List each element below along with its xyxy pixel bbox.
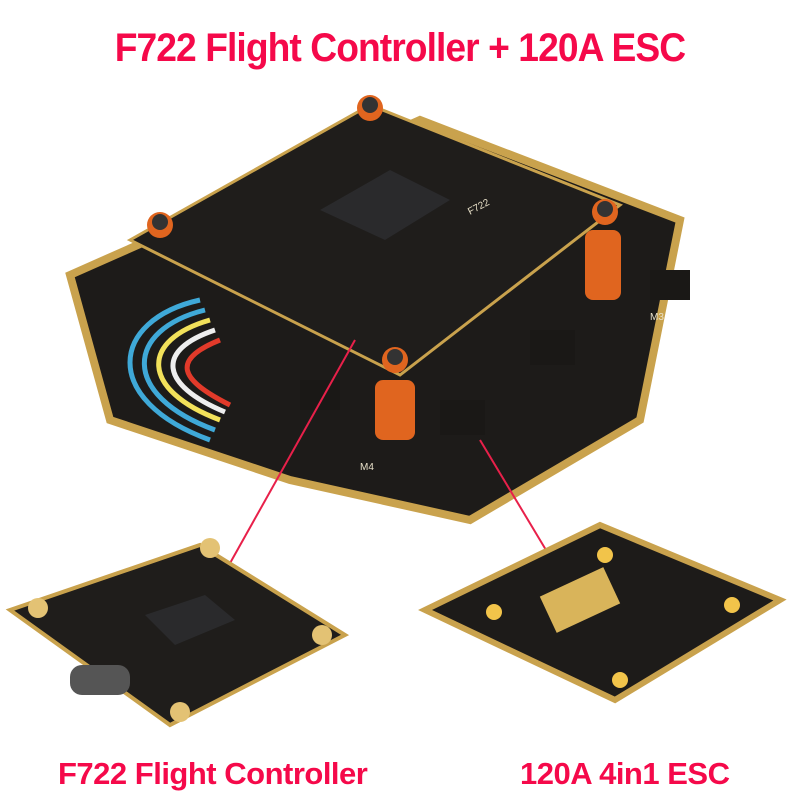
pointer-line-fc — [214, 339, 356, 591]
product-title: F722 Flight Controller + 120A ESC — [114, 26, 686, 70]
esc-motor-label-m3: M3 — [650, 312, 664, 323]
esc-label: 120A 4in1 ESC — [520, 756, 730, 791]
ribbon-cable — [127, 297, 232, 443]
flight-controller-label: F722 Flight Controller — [58, 756, 368, 791]
flight-controller-board: F722 — [126, 95, 623, 377]
fc-detail-image — [5, 538, 350, 728]
esc-motor-label-m4: M4 — [360, 462, 374, 473]
standoffs — [375, 230, 621, 440]
esc-detail-image — [418, 521, 787, 704]
